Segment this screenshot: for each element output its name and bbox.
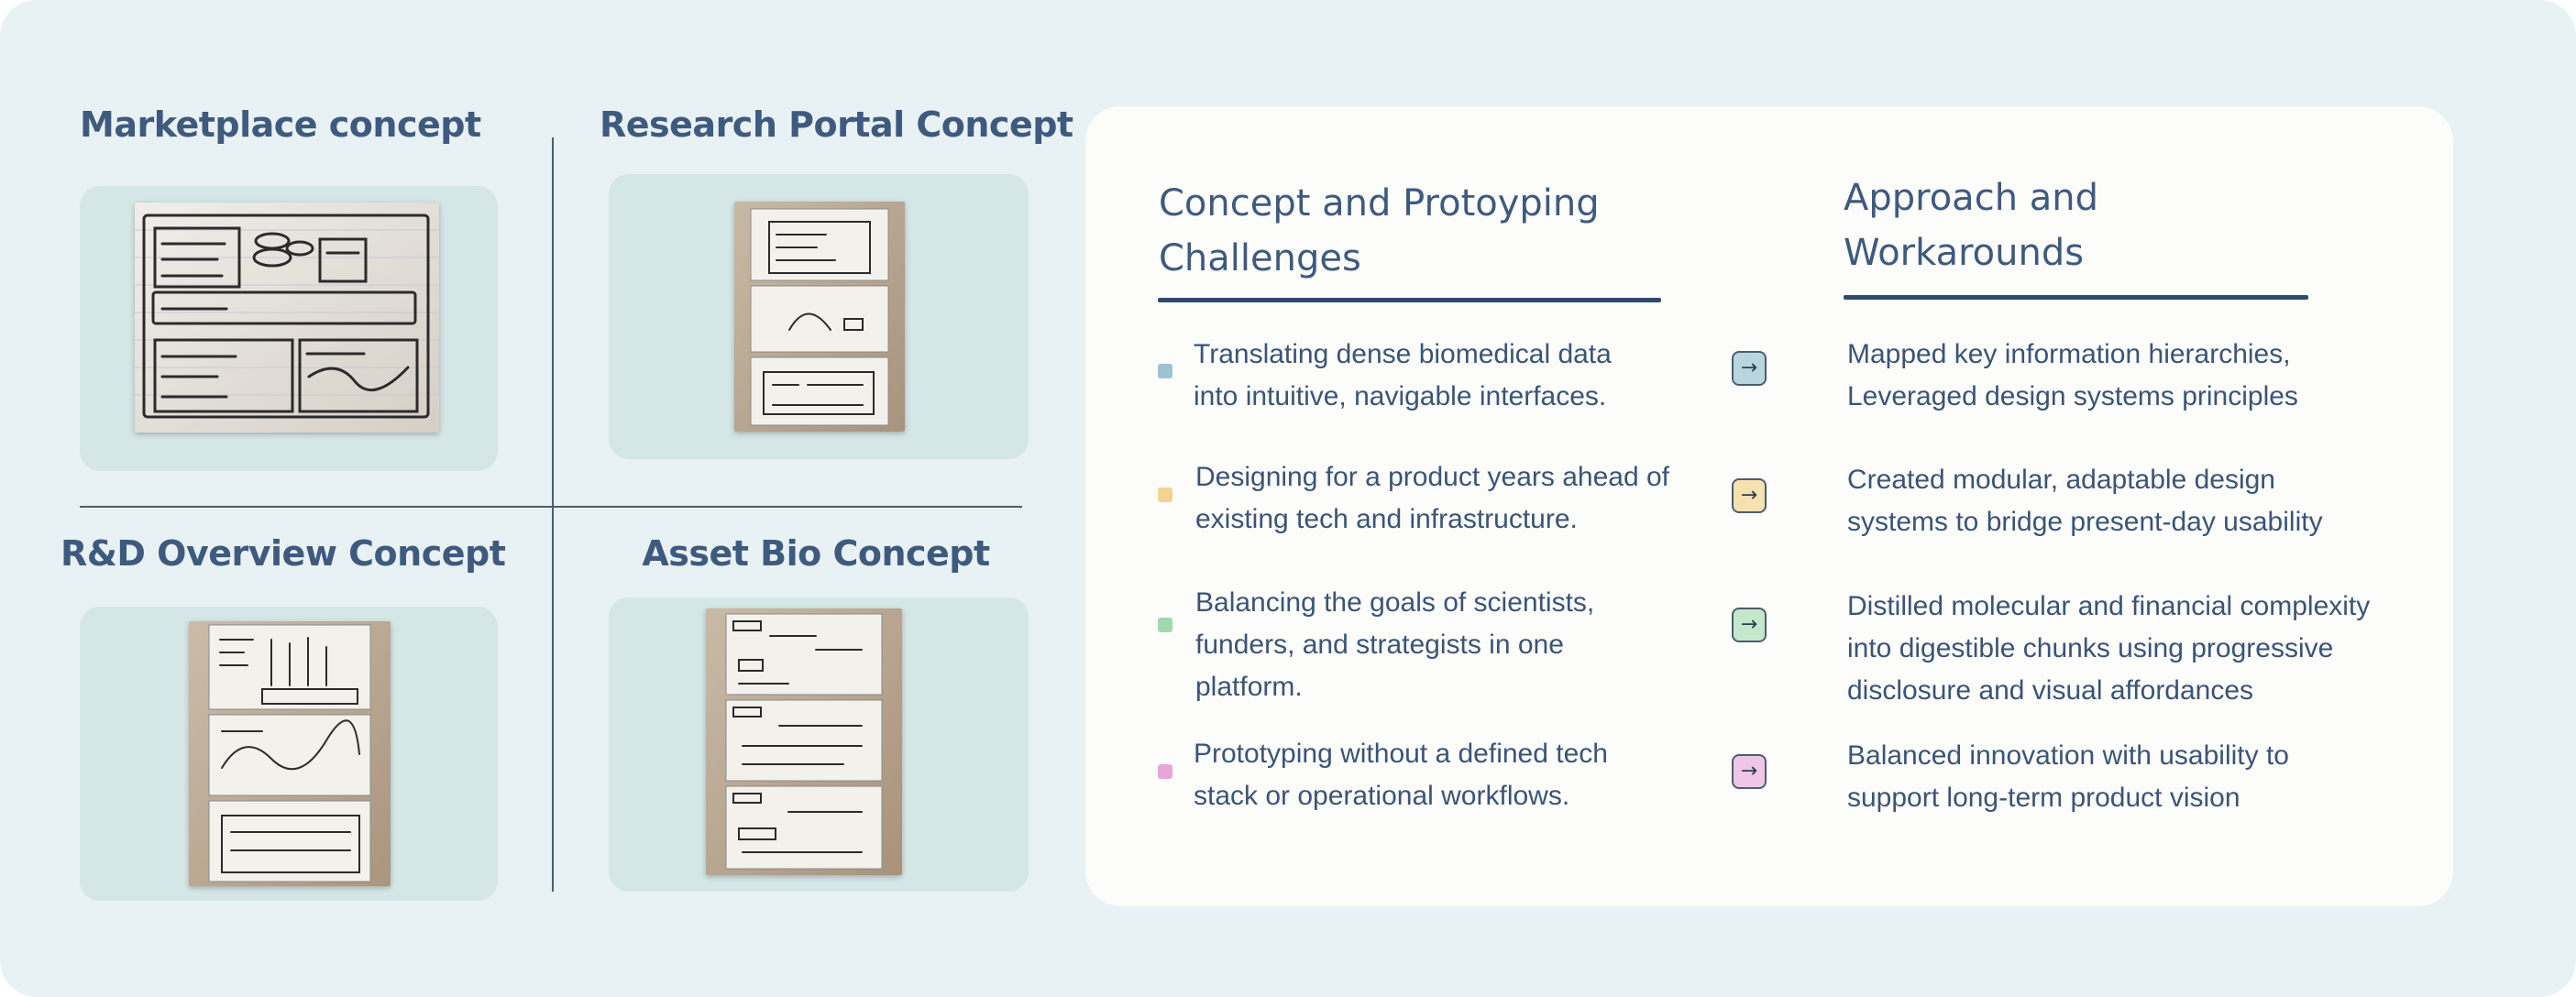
- rd-overview-sketch-photo[interactable]: [189, 621, 391, 886]
- asset-bio-concept-card: [609, 597, 1029, 892]
- approach-text-2: Created modular, adaptable design system…: [1847, 465, 2323, 537]
- challenge-bullet-3: [1158, 618, 1172, 632]
- sketch-drawing: [734, 202, 905, 432]
- research-portal-concept-card: [609, 174, 1029, 459]
- grid-divider-horizontal: [80, 506, 1022, 508]
- challenges-approach-panel: Concept and Protoyping Challenges Approa…: [1085, 106, 2453, 906]
- challenge-bullet-2: [1158, 488, 1172, 502]
- challenges-heading-underline: [1158, 298, 1661, 302]
- challenge-bullet-4: [1158, 764, 1172, 779]
- challenge-text-1: Translating dense biomedical data into i…: [1194, 339, 1612, 411]
- challenge-text-3: Balancing the goals of scientists, funde…: [1195, 587, 1595, 702]
- right-arrow-icon: →: [1732, 754, 1767, 789]
- approach-text-4: Balanced innovation with usability to su…: [1847, 740, 2289, 813]
- grid-divider-vertical: [552, 137, 554, 892]
- approach-text-3: Distilled molecular and financial comple…: [1847, 591, 2371, 706]
- asset-bio-concept-title: Asset Bio Concept: [642, 533, 990, 574]
- research-portal-sketch-photo[interactable]: [734, 202, 905, 432]
- rd-overview-concept-card: [80, 607, 498, 901]
- approach-heading: Approach and Workarounds: [1844, 177, 2099, 274]
- approach-heading-underline: [1844, 295, 2308, 300]
- sketch-drawing: [135, 203, 439, 433]
- sketch-drawing: [706, 608, 902, 875]
- right-arrow-icon: →: [1732, 608, 1767, 642]
- research-portal-concept-title: Research Portal Concept: [600, 104, 1073, 145]
- rd-overview-concept-title: R&D Overview Concept: [61, 533, 506, 574]
- right-arrow-icon: →: [1732, 351, 1767, 386]
- asset-bio-sketch-photo[interactable]: [706, 608, 902, 875]
- right-arrow-icon: →: [1732, 478, 1767, 513]
- challenges-heading: Concept and Protoyping Challenges: [1159, 182, 1600, 279]
- challenge-bullet-1: [1158, 364, 1172, 378]
- marketplace-concept-card: [80, 186, 498, 471]
- sketch-drawing: [189, 621, 391, 886]
- approach-text-1: Mapped key information hierarchies, Leve…: [1847, 339, 2298, 411]
- marketplace-concept-title: Marketplace concept: [80, 104, 481, 145]
- marketplace-sketch-photo[interactable]: [135, 203, 439, 433]
- challenge-text-4: Prototyping without a defined tech stack…: [1194, 739, 1608, 811]
- challenge-text-2: Designing for a product years ahead of e…: [1195, 462, 1669, 534]
